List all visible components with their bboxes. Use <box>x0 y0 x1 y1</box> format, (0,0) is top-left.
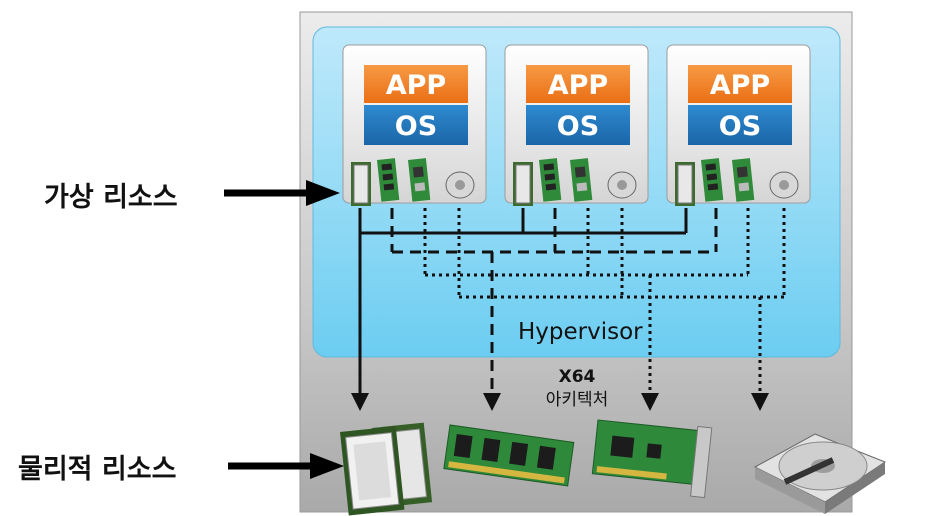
disk-connection-lines <box>457 208 786 411</box>
ram-connection-lines <box>390 208 718 411</box>
vm-1-app-label: APP <box>386 70 446 101</box>
virtual-ram-icon <box>701 158 724 202</box>
virtual-nic-icon <box>732 158 755 202</box>
virtual-ram-icon <box>539 158 562 202</box>
vm-3-app-band <box>688 65 792 103</box>
vm-3-os-label: OS <box>719 111 761 142</box>
vm-2-app-label: APP <box>548 70 608 101</box>
virtual-disk-icon <box>607 171 637 199</box>
virtual-cpu-icon <box>513 162 533 206</box>
virtual-nic-icon <box>408 158 431 202</box>
vm-1-devices <box>351 158 475 206</box>
vm-1-os-band <box>364 105 468 145</box>
virtual-nic-icon <box>570 158 593 202</box>
vm-2-devices <box>513 158 637 206</box>
virtual-resources-arrow-icon <box>224 180 340 206</box>
network-card-icon <box>591 419 713 499</box>
virtual-disk-icon <box>445 171 475 199</box>
vm-2-os-band <box>526 105 630 145</box>
physical-resources-arrow-icon <box>228 453 344 479</box>
vm-1-app-band <box>364 65 468 103</box>
virtual-disk-icon <box>769 171 799 199</box>
vm-2-os-label: OS <box>557 111 599 142</box>
physical-resources-label: 물리적 리소스 <box>18 454 176 485</box>
virtual-cpu-icon <box>675 162 695 206</box>
cpu-chip-icon <box>340 422 433 516</box>
hypervisor-label: Hypervisor <box>518 319 643 345</box>
virtual-ram-icon <box>377 158 400 202</box>
vm-1-os-label: OS <box>395 111 437 142</box>
vm-2-app-band <box>526 65 630 103</box>
architecture-label-line1: X64 <box>559 367 596 387</box>
vm-3-os-band <box>688 105 792 145</box>
architecture-label-line2: 아키텍처 <box>546 390 609 410</box>
vm-3-devices <box>675 158 799 206</box>
hard-disk-icon <box>753 433 887 514</box>
virtual-resources-label: 가상 리소스 <box>44 182 178 213</box>
vm-3-app-label: APP <box>710 70 770 101</box>
virtual-cpu-icon <box>351 162 371 206</box>
cpu-connection-lines <box>351 208 688 411</box>
ram-module-icon <box>443 424 575 487</box>
